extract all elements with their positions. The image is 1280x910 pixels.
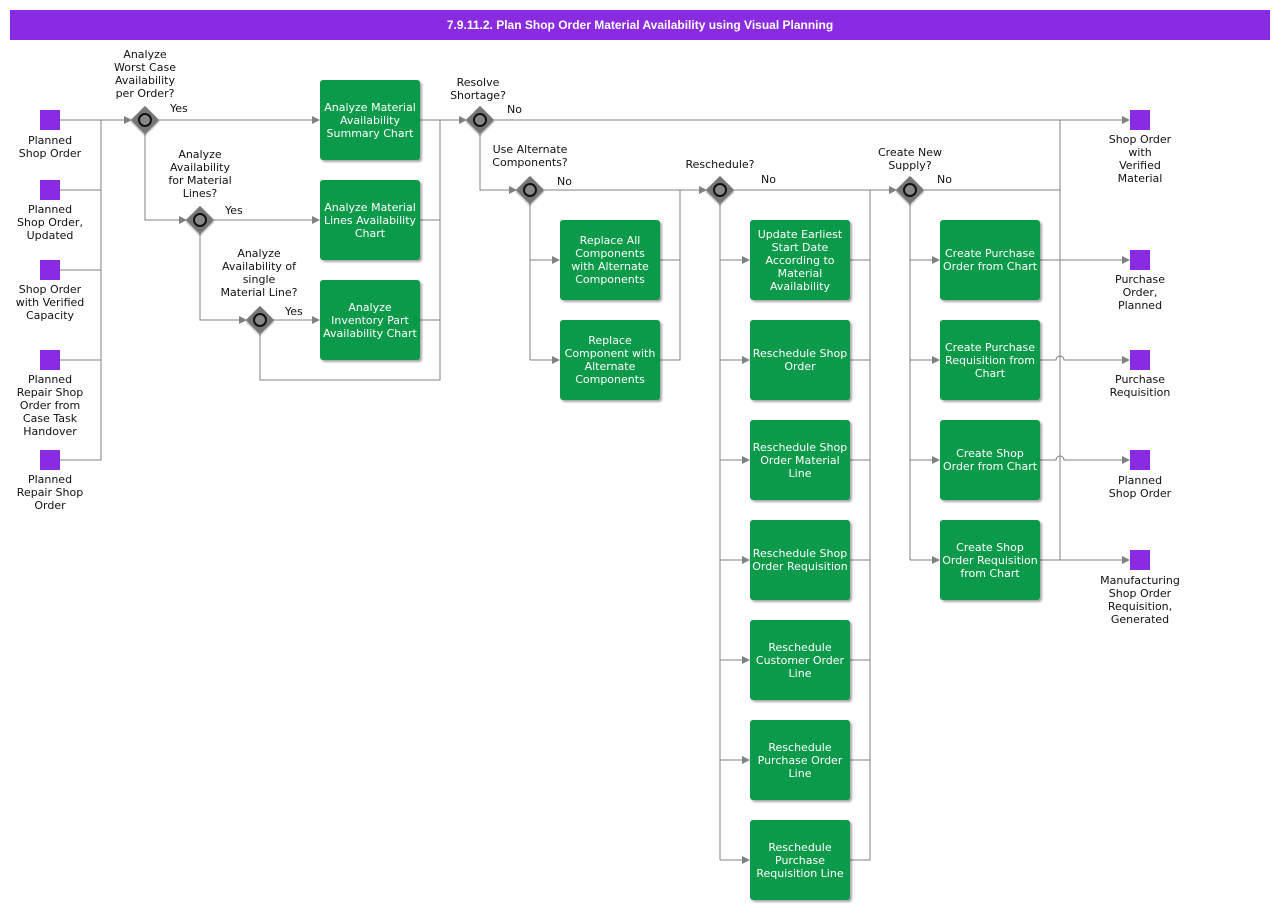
gateway-analyze-single-line — [245, 305, 275, 335]
gateway-label: Resolve Shortage? — [450, 76, 506, 102]
end-event-shop-order-verified-material — [1130, 110, 1150, 130]
gateway-label: Analyze Availability of single Material … — [220, 247, 298, 299]
task-reschedule-purchase-order-line[interactable]: Reschedule Purchase Order Line — [750, 720, 850, 800]
flow-to-x1 — [1059, 116, 1130, 560]
gateway-label: Analyze Availability for Material Lines? — [168, 148, 232, 200]
flow-g1-no — [144, 134, 187, 224]
task-create-shop-order[interactable]: Create Shop Order from Chart — [940, 420, 1040, 500]
gateway-label: Reschedule? — [685, 158, 755, 171]
flow-g2-no — [199, 234, 247, 324]
start-event-shop-order-verified-capacity — [40, 260, 60, 280]
start-event-label: Planned Shop Order — [18, 134, 82, 160]
task-analyze-material-lines-availability[interactable]: Analyze Material Lines Availability Char… — [320, 180, 420, 260]
flow-label-no: No — [507, 103, 522, 116]
diagram-title-bar: 7.9.11.2. Plan Shop Order Material Avail… — [10, 10, 1270, 40]
flow-reschedule-merge — [850, 190, 871, 861]
task-label: Update Earliest Start Date According to … — [757, 227, 843, 293]
task-reschedule-shop-order-material-line[interactable]: Reschedule Shop Order Material Line — [750, 420, 850, 500]
flow-label-yes: Yes — [225, 204, 243, 217]
end-event-label: Purchase Requisition — [1109, 373, 1171, 399]
gateway-create-new-supply — [895, 175, 925, 205]
task-create-shop-order-requisition[interactable]: Create Shop Order Requisition from Chart — [940, 520, 1040, 600]
task-label: Reschedule Purchase Requisition Line — [756, 840, 844, 880]
start-event-planned-shop-order-updated — [40, 180, 60, 200]
gateway-reschedule — [705, 175, 735, 205]
flow-g4-yes — [479, 134, 517, 194]
task-label: Reschedule Shop Order Requisition — [752, 547, 848, 573]
task-label: Replace Component with Alternate Compone… — [564, 334, 656, 386]
gateway-analyze-worst-case — [130, 105, 160, 135]
flow-t4-out — [660, 190, 681, 261]
start-event-label: Planned Repair Shop Order — [16, 473, 84, 512]
start-event-planned-repair-shop-order — [40, 450, 60, 470]
gateway-label: Use Alternate Components? — [492, 143, 568, 169]
end-event-purchase-requisition — [1130, 350, 1150, 370]
task-reschedule-shop-order-requisition[interactable]: Reschedule Shop Order Requisition — [750, 520, 850, 600]
task-label: Reschedule Purchase Order Line — [757, 740, 843, 780]
task-analyze-inventory-part-availability[interactable]: Analyze Inventory Part Availability Char… — [320, 280, 420, 360]
flow-label-no: No — [761, 173, 776, 186]
task-label: Create Purchase Requisition from Chart — [945, 340, 1035, 380]
task-label: Create Shop Order from Chart — [942, 447, 1038, 473]
task-create-purchase-requisition[interactable]: Create Purchase Requisition from Chart — [940, 320, 1040, 400]
gateway-resolve-shortage — [465, 105, 495, 135]
task-replace-component[interactable]: Replace Component with Alternate Compone… — [560, 320, 660, 400]
start-event-label: Shop Order with Verified Capacity — [15, 283, 85, 322]
end-event-label: Manufacturing Shop Order Requisition, Ge… — [1100, 574, 1180, 626]
end-event-label: Planned Shop Order — [1108, 474, 1172, 500]
start-event-planned-repair-from-case-task — [40, 350, 60, 370]
flow-e5 — [60, 360, 102, 461]
start-event-label: Planned Shop Order, Updated — [17, 203, 83, 242]
task-replace-all-components[interactable]: Replace All Components with Alternate Co… — [560, 220, 660, 300]
task-update-earliest-start-date[interactable]: Update Earliest Start Date According to … — [750, 220, 850, 300]
gateway-label: Analyze Worst Case Availability per Orde… — [114, 48, 176, 100]
flow-label-yes: Yes — [285, 305, 303, 318]
task-label: Reschedule Shop Order — [752, 347, 848, 373]
task-label: Reschedule Customer Order Line — [755, 640, 845, 680]
flow-label-no: No — [557, 175, 572, 188]
task-reschedule-purchase-requisition-line[interactable]: Reschedule Purchase Requisition Line — [750, 820, 850, 900]
gateway-label: Create New Supply? — [877, 146, 943, 172]
flow-label-no: No — [937, 173, 952, 186]
end-event-manufacturing-shop-order-requisition — [1130, 550, 1150, 570]
task-label: Create Shop Order Requisition from Chart — [942, 540, 1038, 580]
end-event-label: Purchase Order, Planned — [1115, 273, 1165, 312]
flow-t5-out — [660, 260, 681, 361]
diagram-title: 7.9.11.2. Plan Shop Order Material Avail… — [446, 18, 834, 32]
task-label: Reschedule Shop Order Material Line — [752, 440, 848, 480]
start-event-label: Planned Repair Shop Order from Case Task… — [16, 373, 84, 438]
flow-label-yes: Yes — [170, 102, 188, 115]
task-label: Analyze Material Availability Summary Ch… — [324, 100, 416, 140]
flow-to-x3 — [1040, 355, 1130, 364]
end-event-label: Shop Order with Verified Material — [1108, 133, 1172, 185]
task-label: Analyze Inventory Part Availability Char… — [323, 300, 417, 340]
gateway-analyze-material-lines — [185, 205, 215, 235]
task-label: Create Purchase Order from Chart — [942, 247, 1038, 273]
start-event-planned-shop-order — [40, 110, 60, 130]
task-analyze-material-availability-summary[interactable]: Analyze Material Availability Summary Ch… — [320, 80, 420, 160]
task-label: Replace All Components with Alternate Co… — [571, 234, 649, 286]
gateway-use-alternate — [515, 175, 545, 205]
flow-to-x4 — [1040, 455, 1130, 464]
task-reschedule-customer-order-line[interactable]: Reschedule Customer Order Line — [750, 620, 850, 700]
end-event-planned-shop-order — [1130, 450, 1150, 470]
task-create-purchase-order[interactable]: Create Purchase Order from Chart — [940, 220, 1040, 300]
end-event-purchase-order-planned — [1130, 250, 1150, 270]
task-reschedule-shop-order[interactable]: Reschedule Shop Order — [750, 320, 850, 400]
flow-g3-no — [259, 120, 441, 381]
task-label: Analyze Material Lines Availability Char… — [323, 200, 417, 240]
